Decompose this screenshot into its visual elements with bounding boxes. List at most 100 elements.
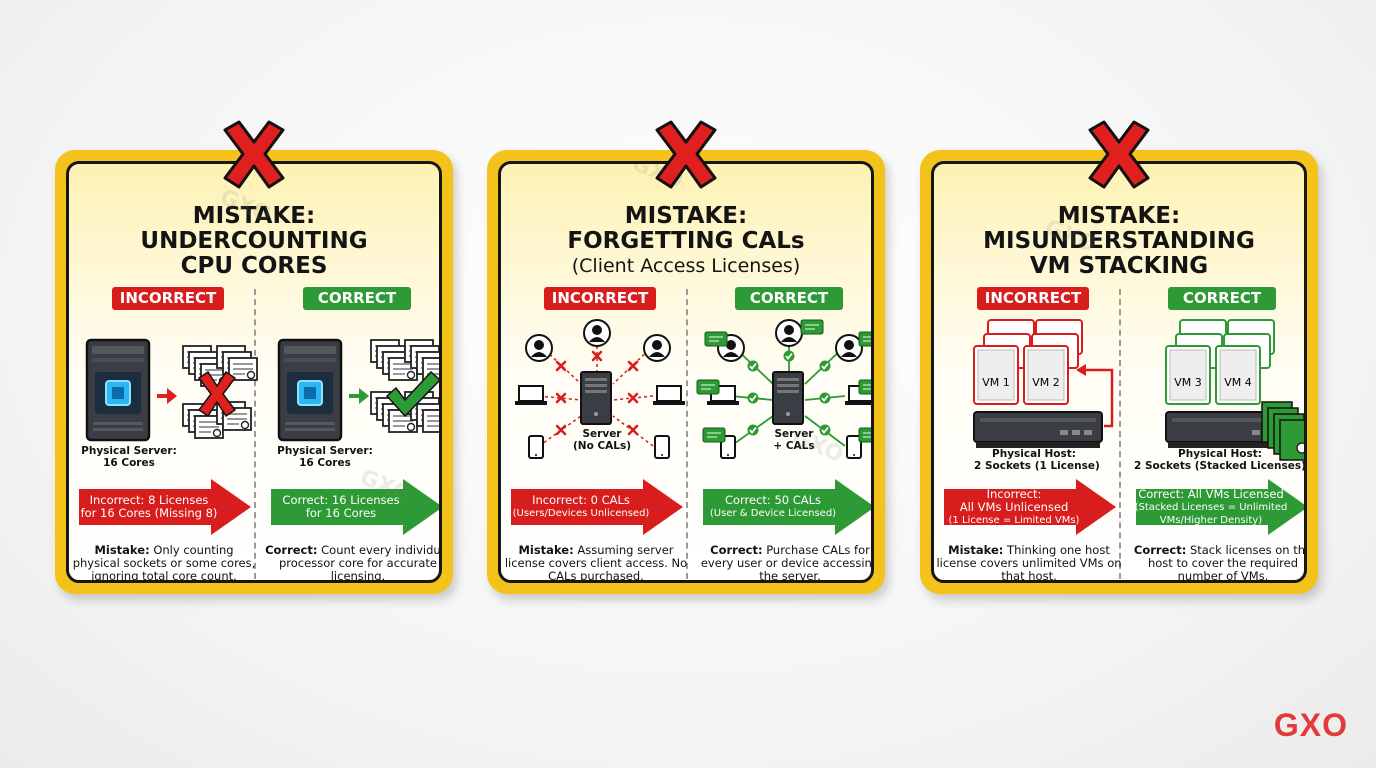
incorrect-illustration xyxy=(71,316,261,491)
correct-arrow: Correct: All VMs Licensed (Stacked Licen… xyxy=(1135,479,1304,535)
card-panel: MISTAKE: MISUNDERSTANDING VM STACKING IN… xyxy=(931,161,1307,583)
incorrect-badge: INCORRECT xyxy=(112,287,224,310)
mistake-label: Mistake: xyxy=(518,543,574,557)
vm-label: VM 2 xyxy=(1032,376,1060,389)
x-icon xyxy=(555,360,567,372)
red-arrow-icon xyxy=(157,388,177,404)
correct-badge: CORRECT xyxy=(1168,287,1276,310)
mistake-text: Only counting physical sockets or some c… xyxy=(72,543,256,583)
correct-description: Correct: Purchase CALs for every user or… xyxy=(697,543,874,583)
mistake-x-icon xyxy=(1088,120,1150,189)
cal-tag-icon xyxy=(696,379,720,395)
arrow-line-2: for 16 Cores xyxy=(305,506,377,520)
title-line-3: CPU CORES xyxy=(180,253,328,279)
title-line-1: MISTAKE: xyxy=(624,203,748,229)
cross-icon xyxy=(197,370,237,418)
title-line-2: FORGETTING CALs xyxy=(567,228,805,254)
cal-tag-icon xyxy=(800,319,824,335)
title-line-3: (Client Access Licenses) xyxy=(571,255,801,277)
correct-network-diagram xyxy=(696,319,871,459)
card-title: MISTAKE: MISUNDERSTANDING VM STACKING xyxy=(934,204,1304,279)
correct-vm-diagram: VM 3 VM 4 xyxy=(1165,319,1304,461)
caption-line-2: 2 Sockets (Stacked Licenses) xyxy=(1134,460,1306,472)
caption-line-1: Physical Host: xyxy=(992,448,1076,460)
arrow-line-2: (Users/Devices Unlicensed) xyxy=(512,508,650,519)
card-title: MISTAKE: UNDERCOUNTING CPU CORES xyxy=(69,204,439,279)
card-undercounting-cpu-cores: MISTAKE: UNDERCOUNTING CPU CORES INCORRE… xyxy=(55,120,453,594)
correct-label: Correct: xyxy=(265,543,318,557)
cal-tag-icon xyxy=(858,427,871,443)
title-line-2: UNDERCOUNTING xyxy=(140,228,368,254)
vm-label: VM 3 xyxy=(1174,376,1202,389)
laptop-icon xyxy=(514,385,548,406)
correct-description: Correct: Stack licenses on the host to c… xyxy=(1130,543,1307,583)
card-panel: MISTAKE: UNDERCOUNTING CPU CORES INCORRE… xyxy=(66,161,442,583)
user-icon xyxy=(835,334,863,362)
x-icon xyxy=(627,392,639,404)
arrow-line-1: Correct: 16 Licenses xyxy=(282,493,400,507)
server-icon xyxy=(772,371,804,425)
incorrect-caption: Physical Host: 2 Sockets (1 License) xyxy=(974,448,1100,472)
check-icon xyxy=(818,391,832,405)
title-line-2: MISUNDERSTANDING xyxy=(983,228,1255,254)
caption-line-1: Server xyxy=(582,428,622,440)
arrow-line-3: VMs/Higher Density) xyxy=(1159,514,1263,526)
arrow-line-1: Correct: All VMs Licensed xyxy=(1138,486,1284,501)
column-divider xyxy=(1119,289,1121,579)
column-divider xyxy=(686,289,688,579)
correct-arrow-text: Correct: All VMs Licensed (Stacked Licen… xyxy=(1135,479,1288,535)
incorrect-vm-diagram: VM 1 VM 2 xyxy=(973,319,1114,449)
arrow-line-2: (User & Device Licensed) xyxy=(709,508,837,519)
arrow-line-3: (1 License = Limited VMs) xyxy=(948,514,1080,526)
green-arrow-shape xyxy=(1136,479,1304,535)
mistake-x-icon xyxy=(223,120,285,189)
cal-tag-icon xyxy=(702,427,726,443)
mistake-description: Mistake: Only counting physical sockets … xyxy=(71,543,257,583)
caption-line-2: 16 Cores xyxy=(103,457,155,469)
arrow-line-1: Incorrect: 0 CALs xyxy=(532,493,630,507)
user-icon xyxy=(775,319,803,347)
check-icon xyxy=(746,359,760,373)
green-arrow-shape xyxy=(703,479,871,535)
arrow-line-1: Incorrect: 8 Licenses xyxy=(89,493,209,507)
server-tower-icon xyxy=(85,338,151,442)
title-line-1: MISTAKE: xyxy=(192,203,316,229)
caption-line-1: Server xyxy=(774,428,814,440)
card-misunderstanding-vm-stacking: MISTAKE: MISUNDERSTANDING VM STACKING IN… xyxy=(920,120,1318,594)
correct-text: Stack licenses on the host to cover the … xyxy=(1147,543,1307,583)
correct-caption: Physical Server: 16 Cores xyxy=(265,445,385,469)
check-icon xyxy=(782,349,796,363)
correct-diagram xyxy=(277,338,439,442)
correct-description: Correct: Count every individual processo… xyxy=(265,543,439,581)
caption-line-2: 2 Sockets (1 License) xyxy=(974,460,1100,472)
card-panel: MISTAKE: FORGETTING CALs (Client Access … xyxy=(498,161,874,583)
vm-3-box: VM 3 xyxy=(1165,345,1211,405)
physical-host-icon xyxy=(973,411,1103,449)
mistake-description: Mistake: Assuming server license covers … xyxy=(503,543,689,583)
cal-tag-icon xyxy=(858,379,871,395)
mistake-text: Assuming server license covers client ac… xyxy=(504,543,688,583)
mistake-x-icon xyxy=(655,120,717,189)
arrow-head-icon xyxy=(1076,364,1086,376)
correct-arrow-text: Correct: 16 Licenses for 16 Cores xyxy=(271,479,411,535)
incorrect-illustration xyxy=(503,316,693,491)
incorrect-arrow-text: Incorrect: 8 Licenses for 16 Cores (Miss… xyxy=(79,479,219,535)
caption-line-1: Physical Server: xyxy=(81,445,177,457)
arrow-line-1: Incorrect: xyxy=(986,486,1042,501)
red-arrow-shape xyxy=(944,479,1116,535)
correct-arrow-text: Correct: 50 CALs (User & Device Licensed… xyxy=(703,479,843,535)
laptop-icon xyxy=(652,385,686,406)
red-loop-arrow xyxy=(1082,368,1114,428)
user-icon xyxy=(525,334,553,362)
vm-label: VM 4 xyxy=(1224,376,1252,389)
incorrect-arrow-text: Incorrect: All VMs Unlicensed (1 License… xyxy=(944,479,1084,535)
caption-line-2: (No CALs) xyxy=(572,440,632,452)
tablet-icon xyxy=(654,435,670,459)
incorrect-caption: Physical Server: 16 Cores xyxy=(69,445,189,469)
caption-line-1: Physical Server: xyxy=(277,445,373,457)
incorrect-network-diagram xyxy=(514,319,686,459)
correct-text: Purchase CALs for every user or device a… xyxy=(700,543,874,583)
cal-tag-icon xyxy=(858,331,871,347)
check-icon xyxy=(385,370,439,418)
stacked-license-icon xyxy=(1261,401,1304,461)
